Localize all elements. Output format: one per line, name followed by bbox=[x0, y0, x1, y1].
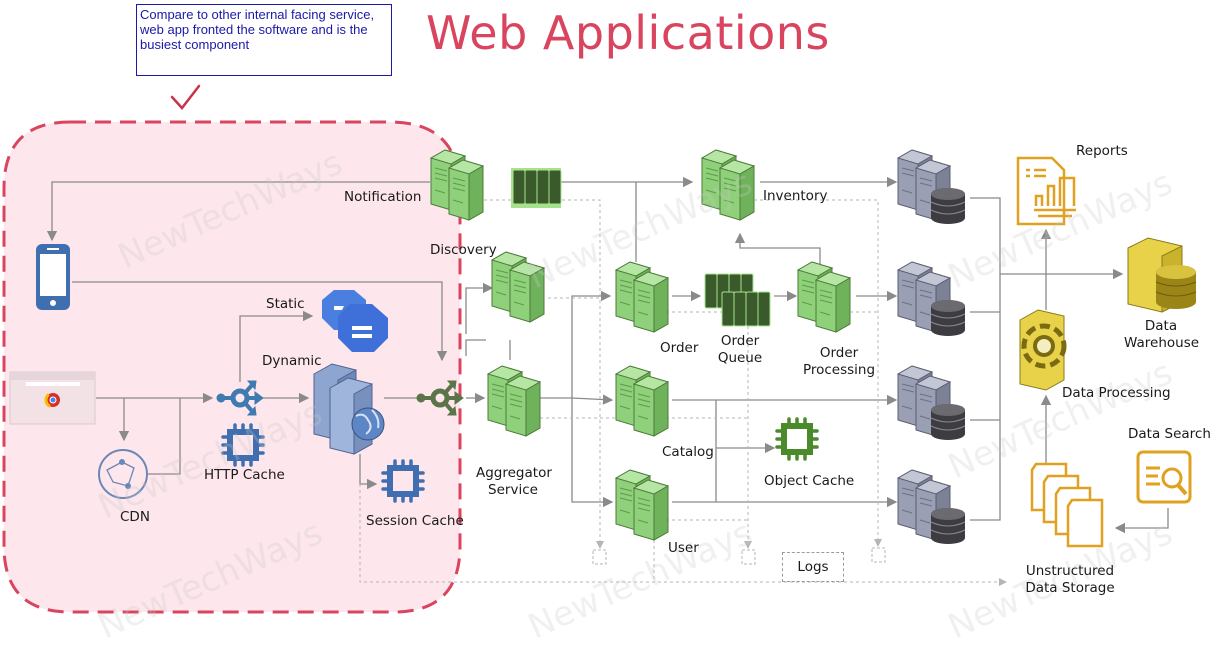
user-server-icon bbox=[616, 470, 668, 540]
reports-label: Reports bbox=[1076, 143, 1128, 159]
data-warehouse-label-line: Warehouse bbox=[1124, 334, 1200, 351]
discovery-label: Discovery bbox=[430, 242, 497, 258]
data-warehouse-label: Data Warehouse bbox=[1124, 318, 1200, 352]
annotation-note: Compare to other internal facing service… bbox=[136, 4, 392, 76]
user-label: User bbox=[668, 540, 699, 556]
order-processing-label: Order Processing bbox=[800, 345, 878, 379]
order-queue-label: Order Queue bbox=[710, 333, 770, 367]
order-queue-icon bbox=[704, 273, 771, 327]
database-server-icon bbox=[898, 470, 965, 544]
http-cache-label: HTTP Cache bbox=[204, 467, 285, 483]
object-cache-chip-icon bbox=[777, 419, 817, 459]
aggregator-server-icon bbox=[488, 366, 540, 436]
dynamic-label: Dynamic bbox=[262, 353, 322, 369]
data-processing-gear-icon bbox=[1019, 309, 1067, 391]
aggregator-service-label: Aggregator Service bbox=[476, 465, 552, 499]
notification-label: Notification bbox=[344, 189, 422, 205]
unstructured-label-line: Unstructured bbox=[1025, 563, 1115, 579]
unstructured-storage-docs-icon bbox=[1030, 462, 1104, 548]
order-processing-server-icon bbox=[798, 262, 850, 332]
inventory-label: Inventory bbox=[763, 188, 828, 204]
order-queue-label-line: Order bbox=[720, 333, 760, 349]
cdn-label: CDN bbox=[120, 509, 150, 525]
order-queue-label-line: Queue bbox=[717, 349, 763, 366]
unstructured-label-line: Data Storage bbox=[1025, 579, 1115, 596]
web-app-highlight-region bbox=[2, 120, 462, 614]
database-server-icon bbox=[898, 150, 965, 224]
mobile-phone-icon bbox=[36, 244, 70, 310]
unstructured-storage-label: Unstructured Data Storage bbox=[1016, 563, 1124, 597]
discovery-server-icon bbox=[492, 252, 544, 322]
inventory-server-icon bbox=[702, 150, 754, 220]
data-processing-label: Data Processing bbox=[1062, 385, 1171, 401]
data-warehouse-icon bbox=[1127, 237, 1197, 313]
web-server-icon bbox=[313, 363, 385, 455]
cdn-network-icon bbox=[98, 449, 148, 499]
logs-box: Logs bbox=[782, 552, 844, 582]
database-server-icon bbox=[898, 366, 965, 440]
aggregator-label-line: Service bbox=[488, 481, 538, 498]
check-mark-icon bbox=[170, 84, 201, 110]
catalog-server-icon bbox=[616, 366, 668, 436]
connector-lines bbox=[52, 182, 1169, 534]
data-warehouse-label-line: Data bbox=[1144, 318, 1178, 334]
order-processing-label-line: Order bbox=[819, 345, 859, 361]
data-search-label: Data Search bbox=[1128, 426, 1211, 442]
aggregator-label-line: Aggregator bbox=[476, 465, 552, 481]
page-title: Web Applications bbox=[426, 6, 830, 60]
data-search-icon bbox=[1136, 450, 1192, 504]
database-server-icon bbox=[898, 262, 965, 336]
browser-window-icon bbox=[9, 371, 96, 425]
cloud-storage-icon bbox=[322, 290, 388, 352]
static-label: Static bbox=[266, 296, 305, 312]
session-cache-label: Session Cache bbox=[366, 513, 464, 529]
log-boxes bbox=[592, 547, 886, 565]
message-queue-icon bbox=[511, 168, 562, 208]
object-cache-label: Object Cache bbox=[764, 473, 855, 489]
order-label: Order bbox=[660, 340, 699, 356]
order-server-icon bbox=[616, 262, 668, 332]
reports-chart-icon bbox=[1016, 156, 1076, 226]
catalog-label: Catalog bbox=[662, 444, 714, 460]
order-processing-label-line: Processing bbox=[802, 361, 876, 378]
